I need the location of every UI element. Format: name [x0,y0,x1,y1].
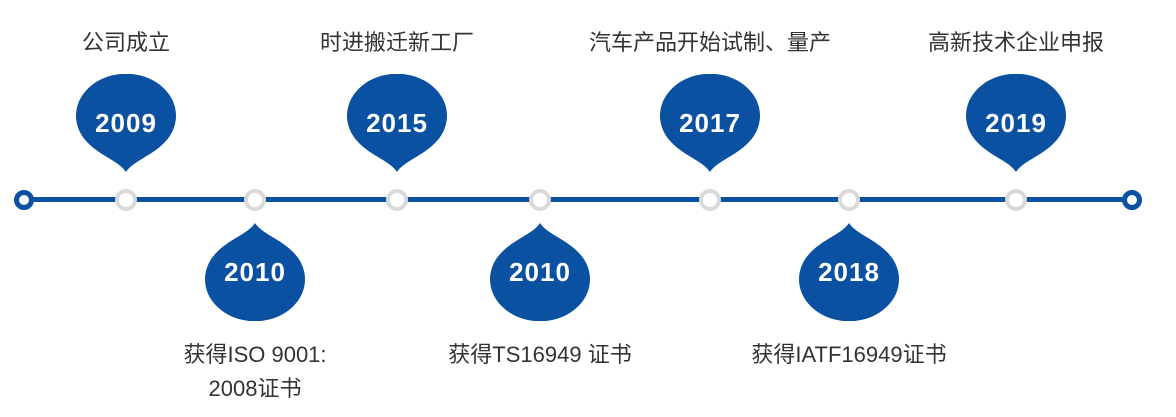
event-year-bubble: 2009 [76,74,176,172]
event-year: 2010 [224,256,286,287]
timeline-node [386,189,408,211]
event-label: 获得ISO 9001: 2008证书 [183,342,327,401]
event-label: 时进搬迁新工厂 [319,30,475,55]
timeline-axis-line [24,197,1132,202]
teardrop-down-icon [76,74,176,172]
teardrop-up-icon [799,223,899,321]
timeline-start-ring-icon [14,190,34,210]
event-year: 2018 [818,256,880,287]
event-label: 获得TS16949 证书 [448,342,632,367]
timeline-end-ring-icon [1122,190,1142,210]
event-year-bubble: 2015 [347,74,447,172]
event-year-bubble: 2010 [490,223,590,321]
event-label: 高新技术企业申报 [927,30,1105,55]
event-year-bubble: 2019 [966,74,1066,172]
timeline-node [838,189,860,211]
event-label: 公司成立 [81,30,171,55]
event-year: 2017 [679,107,741,138]
teardrop-down-icon [347,74,447,172]
timeline-node [244,189,266,211]
event-label: 汽车产品开始试制、量产 [588,30,832,55]
event-year-bubble: 2010 [205,223,305,321]
teardrop-up-icon [205,223,305,321]
event-year: 2010 [509,256,571,287]
timeline-node [699,189,721,211]
event-year-bubble: 2017 [660,74,760,172]
event-year-bubble: 2018 [799,223,899,321]
timeline-node [1005,189,1027,211]
timeline-node [529,189,551,211]
event-year: 2015 [366,107,428,138]
teardrop-up-icon [490,223,590,321]
event-label: 获得IATF16949证书 [751,342,947,367]
event-year: 2019 [985,107,1047,138]
event-year: 2009 [95,107,157,138]
timeline-node [115,189,137,211]
teardrop-down-icon [966,74,1066,172]
teardrop-down-icon [660,74,760,172]
